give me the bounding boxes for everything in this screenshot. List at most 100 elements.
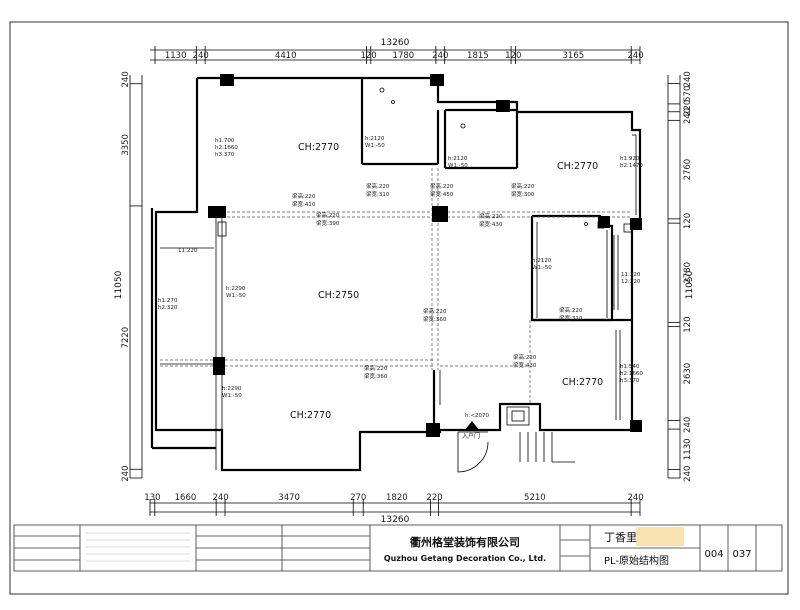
svg-text:h:2120: h:2120 — [532, 258, 552, 264]
left-dim-label: 3350 — [121, 134, 131, 156]
entrance-arrow-icon — [465, 421, 479, 430]
svg-text:11:220: 11:220 — [621, 272, 641, 278]
svg-text:梁高:220: 梁高:220 — [430, 182, 454, 190]
svg-text:梁宽:450: 梁宽:450 — [430, 190, 454, 198]
svg-text:12:220: 12:220 — [621, 279, 641, 285]
svg-text:梁高:220: 梁高:220 — [479, 212, 503, 220]
bottom-dim-label: 240 — [627, 493, 643, 503]
beam-note: 梁高:220 梁宽:450 — [430, 182, 454, 198]
left-dim-label: 240 — [121, 466, 131, 482]
room-ceiling-height: CH:2770 — [290, 410, 331, 421]
right-dim-label: 240 — [683, 417, 693, 433]
bottom-dim-label: 270 — [350, 493, 366, 503]
left-dim-label: 240 — [121, 71, 131, 87]
svg-text:梁高:220: 梁高:220 — [366, 182, 390, 190]
beam-note: 梁高:220 梁宽:310 — [559, 306, 583, 322]
bottom-dim-label: 3470 — [278, 493, 300, 503]
svg-text:h:2290: h:2290 — [222, 386, 242, 392]
project-name-highlight — [636, 527, 684, 546]
bottom-dim-label: 220 — [426, 493, 442, 503]
left-total-height: 11050 — [114, 270, 124, 299]
page-total: 037 — [732, 549, 751, 560]
right-dim-label: 570 — [683, 86, 693, 102]
top-dim-label: 1130 — [165, 51, 187, 61]
beam-note: 梁高:220 梁宽:310 — [366, 182, 390, 198]
room-ceiling-height: CH:2750 — [318, 290, 359, 301]
outer-wall — [154, 76, 642, 472]
bottom-dim-label: 130 — [144, 493, 160, 503]
svg-text:W1:-50: W1:-50 — [532, 265, 552, 271]
svg-text:h:2120: h:2120 — [365, 136, 385, 142]
svg-text:h1:920: h1:920 — [620, 156, 640, 162]
bottom-total-width: 13260 — [381, 515, 410, 525]
right-dim-label: 220 — [683, 100, 693, 116]
svg-text:h:<2070: h:<2070 — [465, 413, 489, 419]
svg-text:h:2290: h:2290 — [226, 286, 246, 292]
right-dim-label: 240 — [683, 71, 693, 87]
svg-text:梁宽:430: 梁宽:430 — [513, 361, 537, 369]
svg-text:梁高:220: 梁高:220 — [316, 211, 340, 219]
svg-text:W1:-50: W1:-50 — [226, 293, 246, 299]
beam-note: 梁高:220 梁宽:430 — [513, 353, 537, 369]
beam-lines — [160, 168, 632, 404]
right-dim-label: 120 — [683, 316, 693, 332]
beam-note: 梁高:220 梁宽:390 — [316, 211, 340, 227]
room-ceiling-height: CH:2770 — [298, 142, 339, 153]
top-dim-label: 240 — [193, 51, 209, 61]
svg-text:h1:270: h1:270 — [158, 298, 178, 304]
svg-text:梁宽:390: 梁宽:390 — [316, 219, 340, 227]
right-dim-label: 2780 — [683, 262, 693, 284]
beam-annotations: 梁高:220 梁宽:410 梁高:220 梁宽:310 梁高:220 梁宽:45… — [292, 182, 583, 380]
top-total-width: 13260 — [381, 38, 410, 48]
svg-text:h:2120: h:2120 — [448, 156, 468, 162]
svg-text:梁高:220: 梁高:220 — [292, 192, 316, 200]
svg-text:梁高:220: 梁高:220 — [364, 364, 388, 372]
svg-text:h3:370: h3:370 — [215, 152, 235, 158]
bottom-dim-label: 1660 — [175, 493, 197, 503]
svg-text:h3:370: h3:370 — [620, 378, 640, 384]
svg-text:梁宽:300: 梁宽:300 — [511, 190, 535, 198]
top-dim-label: 120 — [360, 51, 376, 61]
drawing-name: PL-原始结构图 — [604, 554, 669, 567]
right-dimension-chain: 11050 2405702202402760120278012026302401… — [667, 71, 695, 482]
right-dim-label: 120 — [683, 213, 693, 229]
drawing-frame — [9, 21, 789, 595]
right-dim-label: 2760 — [683, 159, 693, 181]
right-dim-label: 1130 — [683, 438, 693, 460]
svg-text:梁高:220: 梁高:220 — [559, 306, 583, 314]
beam-note: 梁高:220 梁宽:300 — [511, 182, 535, 198]
top-dim-label: 3165 — [563, 51, 585, 61]
right-dim-label: 240 — [683, 466, 693, 482]
top-dim-label: 4410 — [275, 51, 297, 61]
right-total-height: 11050 — [685, 270, 695, 299]
top-dim-label: 240 — [627, 51, 643, 61]
svg-text:h2:1470: h2:1470 — [620, 163, 643, 169]
title-block: 衢州格堂装饰有限公司 Quzhou Getang Decoration Co.,… — [13, 524, 783, 572]
top-dim-label: 240 — [432, 51, 448, 61]
beam-note: 梁高:220 梁宽:360 — [423, 307, 447, 323]
svg-text:h1:700: h1:700 — [215, 138, 235, 144]
svg-text:梁宽:310: 梁宽:310 — [559, 314, 583, 322]
beam-note: 梁高:220 梁宽:430 — [479, 212, 503, 228]
svg-text:11:220: 11:220 — [178, 248, 198, 254]
walls — [150, 76, 642, 473]
entrance-label: 入户门 — [462, 432, 480, 440]
bottom-dim-label: 1820 — [386, 493, 408, 503]
svg-text:h1:540: h1:540 — [620, 364, 640, 370]
right-dim-label: 2630 — [683, 363, 693, 385]
project-name: 丁香里 — [604, 531, 637, 544]
svg-text:梁高:220: 梁高:220 — [423, 307, 447, 315]
structural-columns — [208, 74, 642, 437]
small-notes: h1:700 h2:1660 h3:370 h:2120 W1:-50 h:21… — [158, 136, 643, 419]
right-dim-label: 240 — [683, 108, 693, 124]
room-ceiling-height: CH:2770 — [557, 161, 598, 172]
top-dim-label: 1815 — [467, 51, 489, 61]
beam-note: 梁高:220 梁宽:410 — [292, 192, 316, 208]
svg-text:W1:-50: W1:-50 — [365, 143, 385, 149]
svg-text:梁宽:360: 梁宽:360 — [423, 315, 447, 323]
svg-text:h2:1660: h2:1660 — [215, 145, 238, 151]
svg-text:W1:-50: W1:-50 — [222, 393, 242, 399]
